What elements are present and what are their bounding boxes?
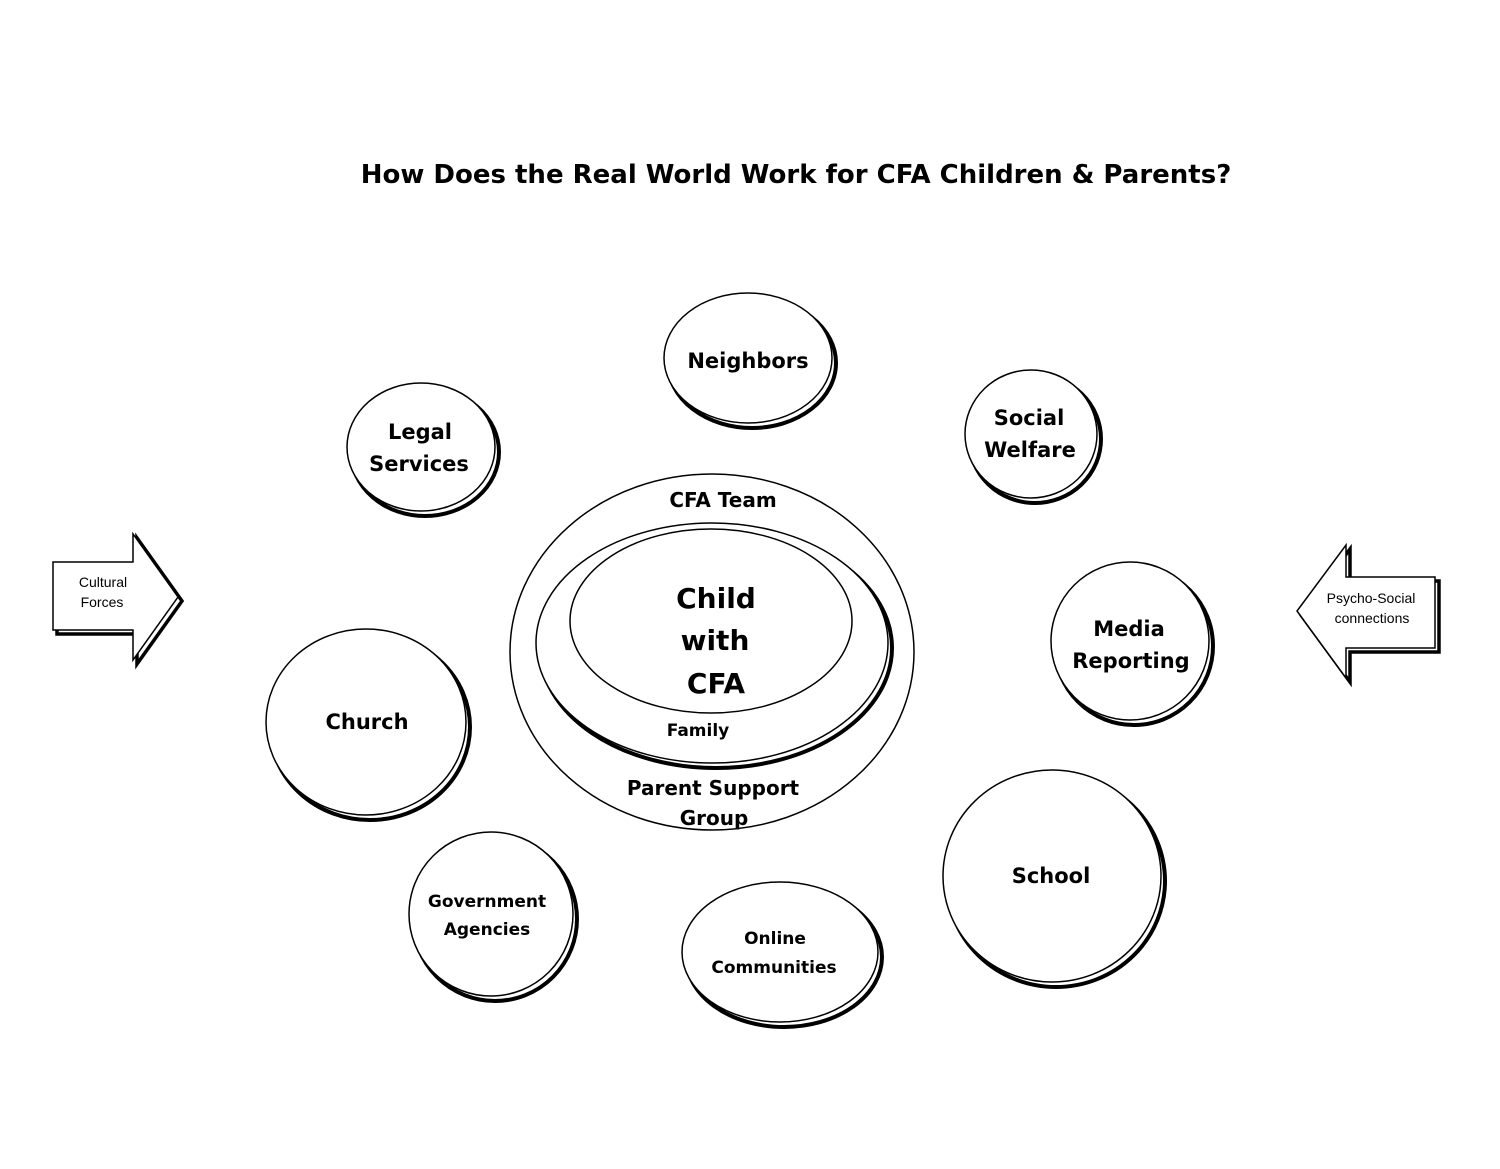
government-line-1: Government bbox=[428, 892, 546, 912]
psycho-line-2: connections bbox=[1335, 610, 1410, 626]
school-label: School bbox=[1012, 864, 1091, 888]
node-social-welfare: Social Welfare bbox=[964, 369, 1103, 505]
psycho-social-arrow: Psycho-Social connections bbox=[1296, 542, 1441, 688]
online-line-2: Communities bbox=[711, 958, 836, 978]
node-school: School bbox=[942, 769, 1167, 989]
cultural-forces-arrow: Cultural Forces bbox=[52, 531, 185, 670]
child-line-3: CFA bbox=[687, 667, 745, 700]
node-church: Church bbox=[265, 628, 472, 822]
legal-line-1: Legal bbox=[388, 420, 452, 444]
media-line-1: Media bbox=[1093, 617, 1165, 641]
node-legal-services: Legal Services bbox=[346, 382, 501, 518]
family-label: Family bbox=[667, 721, 730, 741]
church-label: Church bbox=[325, 710, 408, 734]
parent-support-line-2: Group bbox=[680, 806, 749, 830]
government-line-2: Agencies bbox=[444, 920, 531, 940]
child-line-1: Child bbox=[676, 582, 756, 615]
cultural-line-1: Cultural bbox=[79, 574, 127, 590]
social-line-2: Welfare bbox=[984, 438, 1076, 462]
node-neighbors: Neighbors bbox=[663, 292, 838, 430]
cultural-line-2: Forces bbox=[81, 594, 124, 610]
cfa-team-label: CFA Team bbox=[669, 488, 776, 512]
node-media-reporting: Media Reporting bbox=[1050, 561, 1215, 727]
node-government-agencies: Government Agencies bbox=[408, 831, 579, 1003]
social-line-1: Social bbox=[994, 406, 1065, 430]
legal-line-2: Services bbox=[369, 452, 469, 476]
node-online-communities: Online Communities bbox=[681, 881, 884, 1029]
psycho-line-1: Psycho-Social bbox=[1327, 590, 1416, 606]
media-line-2: Reporting bbox=[1072, 649, 1189, 673]
neighbors-label: Neighbors bbox=[687, 349, 808, 373]
parent-support-line-1: Parent Support bbox=[627, 776, 800, 800]
child-core-ellipse bbox=[569, 528, 853, 714]
online-line-1: Online bbox=[744, 929, 806, 949]
diagram-title: How Does the Real World Work for CFA Chi… bbox=[360, 160, 1232, 190]
child-line-2: with bbox=[681, 624, 750, 657]
cfa-team-ellipse bbox=[509, 473, 915, 831]
